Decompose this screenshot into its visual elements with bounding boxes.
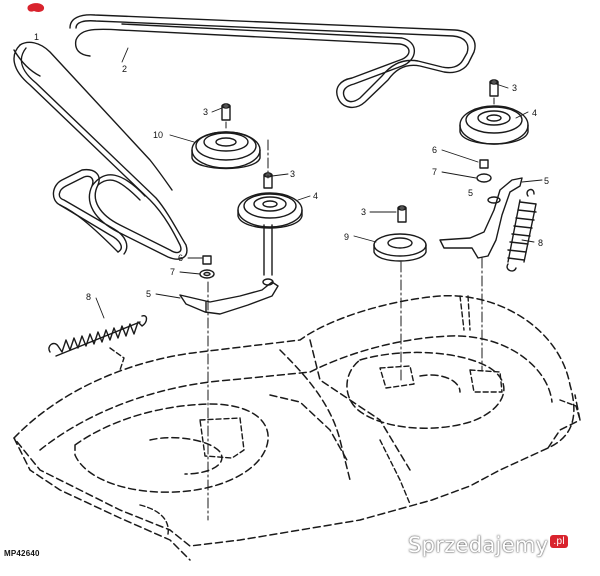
callout-4: 4 xyxy=(313,191,318,201)
callout-4: 4 xyxy=(532,108,537,118)
figure-reference-code: MP42640 xyxy=(4,549,40,558)
callout-3: 3 xyxy=(361,207,366,217)
idler-pulley-10 xyxy=(191,103,261,170)
callout-6: 6 xyxy=(178,253,183,263)
spring-8-left xyxy=(48,314,148,357)
callout-5: 5 xyxy=(544,176,549,186)
bushing-7-center xyxy=(199,255,215,279)
pulley-4-right xyxy=(459,79,529,145)
watermark-badge: .pl xyxy=(550,534,568,548)
flat-idler-9 xyxy=(373,205,427,262)
callout-1: 1 xyxy=(34,32,39,42)
spring-8-right xyxy=(506,188,537,272)
mower-deck xyxy=(13,295,581,561)
watermark-text: Sprzedajemy xyxy=(408,533,549,557)
callout-6: 6 xyxy=(432,145,437,155)
pulley-4-middle xyxy=(237,172,303,276)
idler-arm-5-center xyxy=(179,278,279,315)
watermark: Sprzedajemy .pl xyxy=(408,530,568,560)
callout-5: 5 xyxy=(146,289,151,299)
idler-arm-5-right xyxy=(439,159,523,259)
red-part-marker xyxy=(27,3,45,12)
drive-belt-1 xyxy=(13,41,188,260)
spindle-housings xyxy=(109,295,581,535)
callout-7: 7 xyxy=(432,167,437,177)
callout-3: 3 xyxy=(290,169,295,179)
callout-3: 3 xyxy=(512,83,517,93)
callout-8: 8 xyxy=(86,292,91,302)
callout-5: 5 xyxy=(468,188,473,198)
callout-8: 8 xyxy=(538,238,543,248)
callout-7: 7 xyxy=(170,267,175,277)
callout-leaders xyxy=(95,47,543,319)
callout-10: 10 xyxy=(153,130,163,140)
callout-2: 2 xyxy=(122,64,127,74)
callout-9: 9 xyxy=(344,232,349,242)
callout-3: 3 xyxy=(203,107,208,117)
drive-belt-2 xyxy=(69,14,476,109)
assembly-center-lines xyxy=(207,97,495,521)
